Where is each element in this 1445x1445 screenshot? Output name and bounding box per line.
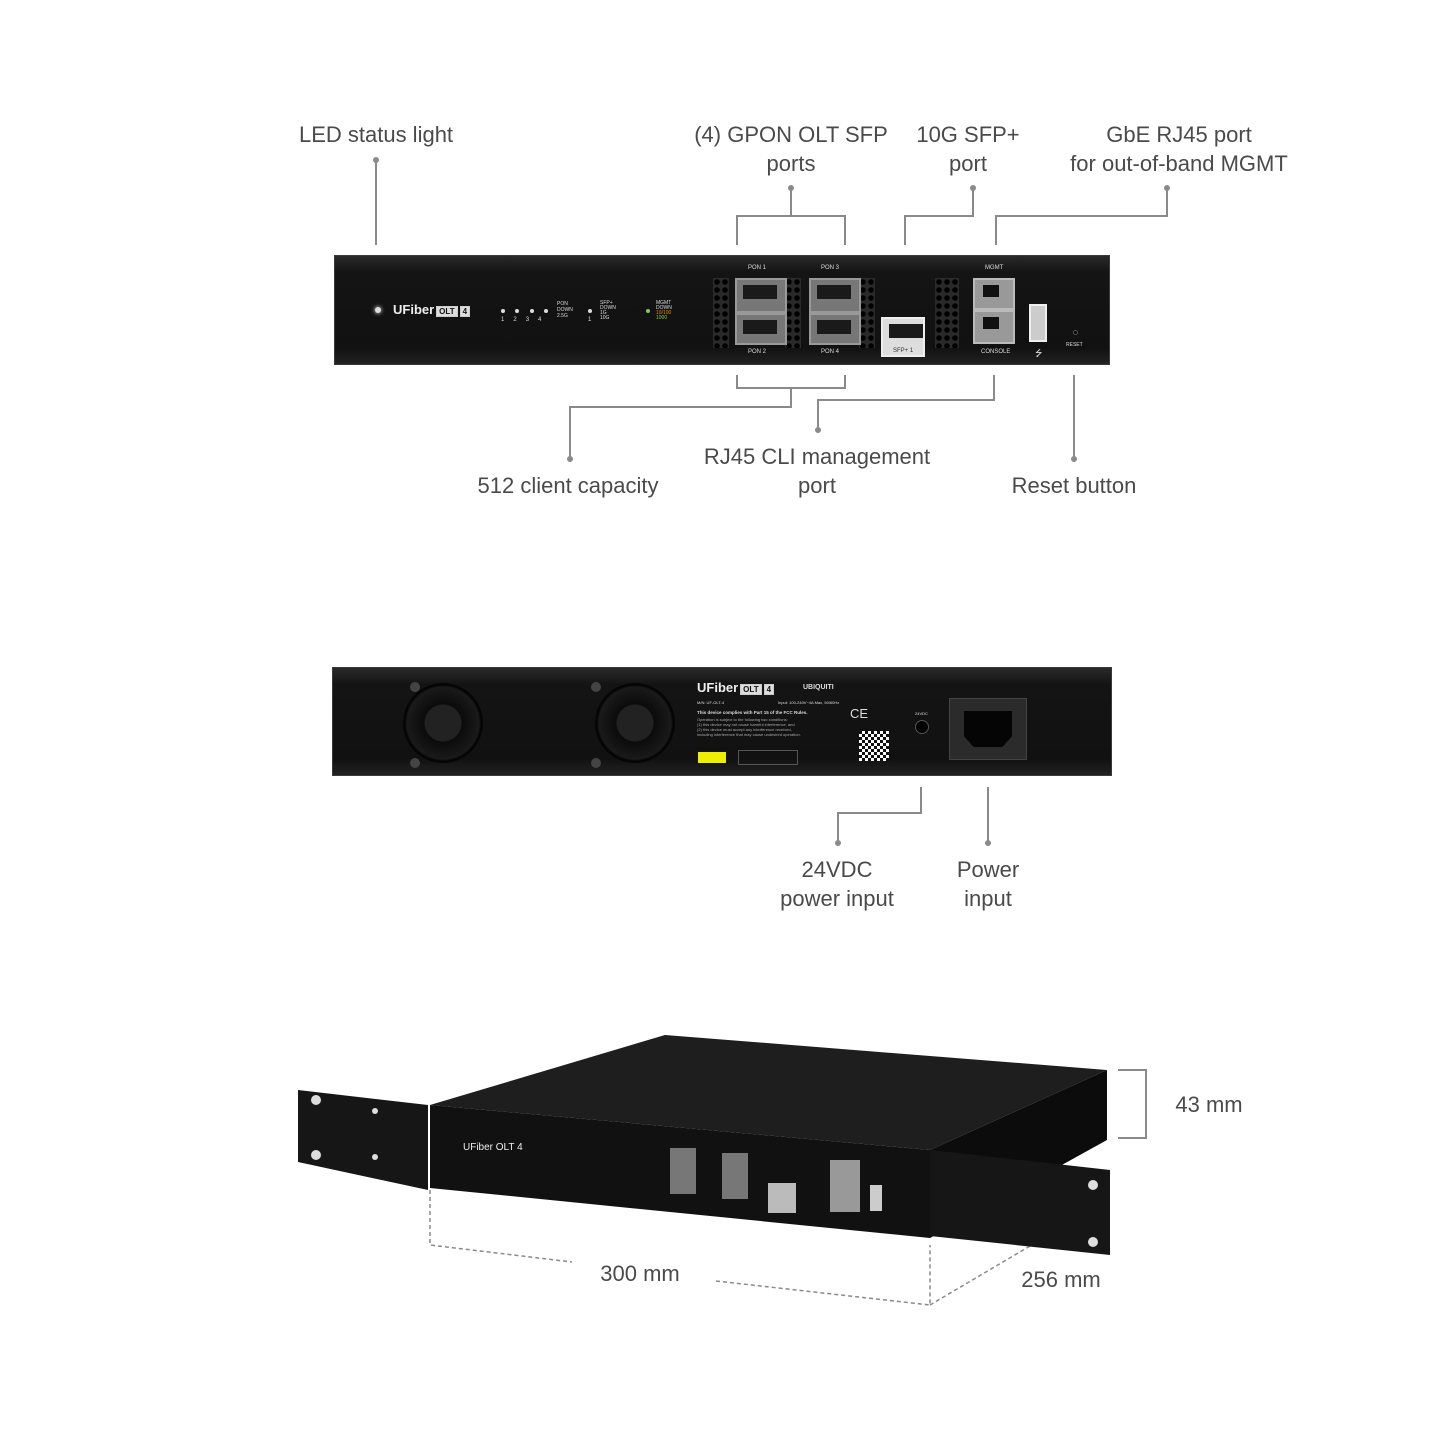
sfp-plus-port[interactable]: [881, 317, 925, 357]
usb-port[interactable]: [1029, 304, 1047, 342]
screw: [410, 758, 420, 768]
screw: [410, 682, 420, 692]
pon3-port[interactable]: [809, 278, 861, 313]
fan: [595, 683, 675, 763]
ac-power-inlet[interactable]: [949, 698, 1027, 760]
pon-led: [530, 309, 534, 313]
screw: [591, 682, 601, 692]
label-cli-port: RJ45 CLI management port: [704, 442, 930, 500]
label-led-status: LED status light: [298, 122, 454, 147]
reset-label: RESET: [1066, 342, 1083, 348]
label-dc-input: 24VDC power input: [780, 855, 894, 913]
mgmt-led: [646, 309, 650, 313]
pon2-label: PON 2: [748, 349, 767, 355]
pon-led: [515, 309, 519, 313]
label-line: port: [798, 473, 836, 498]
pon-led: [501, 309, 505, 313]
label-line: power input: [780, 886, 894, 911]
label-line: ports: [766, 151, 816, 176]
pon4-port[interactable]: [809, 313, 861, 345]
label-line: (4) GPON OLT SFP: [694, 122, 888, 147]
serial-box: [738, 750, 798, 765]
ce-mark: CE: [850, 706, 869, 721]
input-rating: Input: 100-240V~4A Max, 50/60Hz: [778, 700, 840, 705]
vent: [935, 278, 959, 348]
label-line: input: [964, 886, 1012, 911]
dc-power-jack[interactable]: [915, 720, 929, 734]
console-port[interactable]: [973, 310, 1015, 344]
sfp-led-number: 1: [588, 317, 592, 323]
status-led: [375, 307, 381, 313]
fcc-text: Operation is subject to the following tw…: [697, 717, 801, 737]
label-gpon-ports: (4) GPON OLT SFP ports: [694, 120, 888, 178]
pon4-label: PON 4: [821, 349, 840, 355]
console-label: CONSOLE: [981, 349, 1011, 355]
label-line: for out-of-band MGMT: [1070, 151, 1288, 176]
label-line: RJ45 CLI management: [703, 444, 931, 469]
reset-button[interactable]: [1073, 330, 1078, 335]
label-power-input: Power input: [957, 855, 1019, 913]
dc-label: 24VDC: [915, 711, 928, 716]
vendor-logo: UBIQUITI: [803, 684, 834, 691]
pon2-port[interactable]: [735, 313, 787, 345]
screw: [591, 758, 601, 768]
vent: [713, 278, 729, 348]
mgmt-label: MGMT: [985, 265, 1004, 271]
label-line: GbE RJ45 port: [1106, 122, 1252, 147]
fcc-title: This device complies with Part 15 of the…: [697, 710, 808, 715]
label-client-capacity: 512 client capacity: [477, 473, 659, 498]
dimension-height: 43 mm: [1175, 1092, 1243, 1117]
pon-led: [544, 309, 548, 313]
vent: [785, 278, 801, 348]
pon3-label: PON 3: [821, 265, 840, 271]
label-line: Power: [956, 857, 1020, 882]
label-sfp-plus: 10G SFP+ port: [916, 120, 1019, 178]
sfp-led: [588, 309, 592, 313]
qr-code: [859, 731, 889, 761]
model-id: M/N: UF-OLT-4: [697, 700, 725, 705]
label-mgmt-port: GbE RJ45 port for out-of-band MGMT: [1070, 120, 1288, 178]
yellow-sticker: [698, 752, 726, 763]
pon1-label: PON 1: [748, 265, 767, 271]
vent: [859, 278, 875, 348]
fan: [403, 683, 483, 763]
label-line: port: [949, 151, 987, 176]
sfp-plus-label: SFP+ 1: [893, 348, 914, 354]
svg-text:UFiber OLT 4: UFiber OLT 4: [463, 1142, 523, 1153]
label-reset-button: Reset button: [1011, 473, 1137, 498]
pon-led-numbers: 1234: [501, 317, 551, 323]
dimension-depth: 256 mm: [1021, 1267, 1101, 1292]
usb-icon: ⭍: [1035, 348, 1043, 358]
mgmt-port[interactable]: [973, 278, 1015, 310]
iec-socket: [964, 711, 1012, 747]
label-line: 10G SFP+: [916, 122, 1020, 147]
device-isometric: UFiber OLT 4: [298, 1035, 1110, 1255]
label-line: 24VDC: [801, 857, 873, 882]
dimension-width: 300 mm: [600, 1261, 680, 1286]
pon1-port[interactable]: [735, 278, 787, 313]
